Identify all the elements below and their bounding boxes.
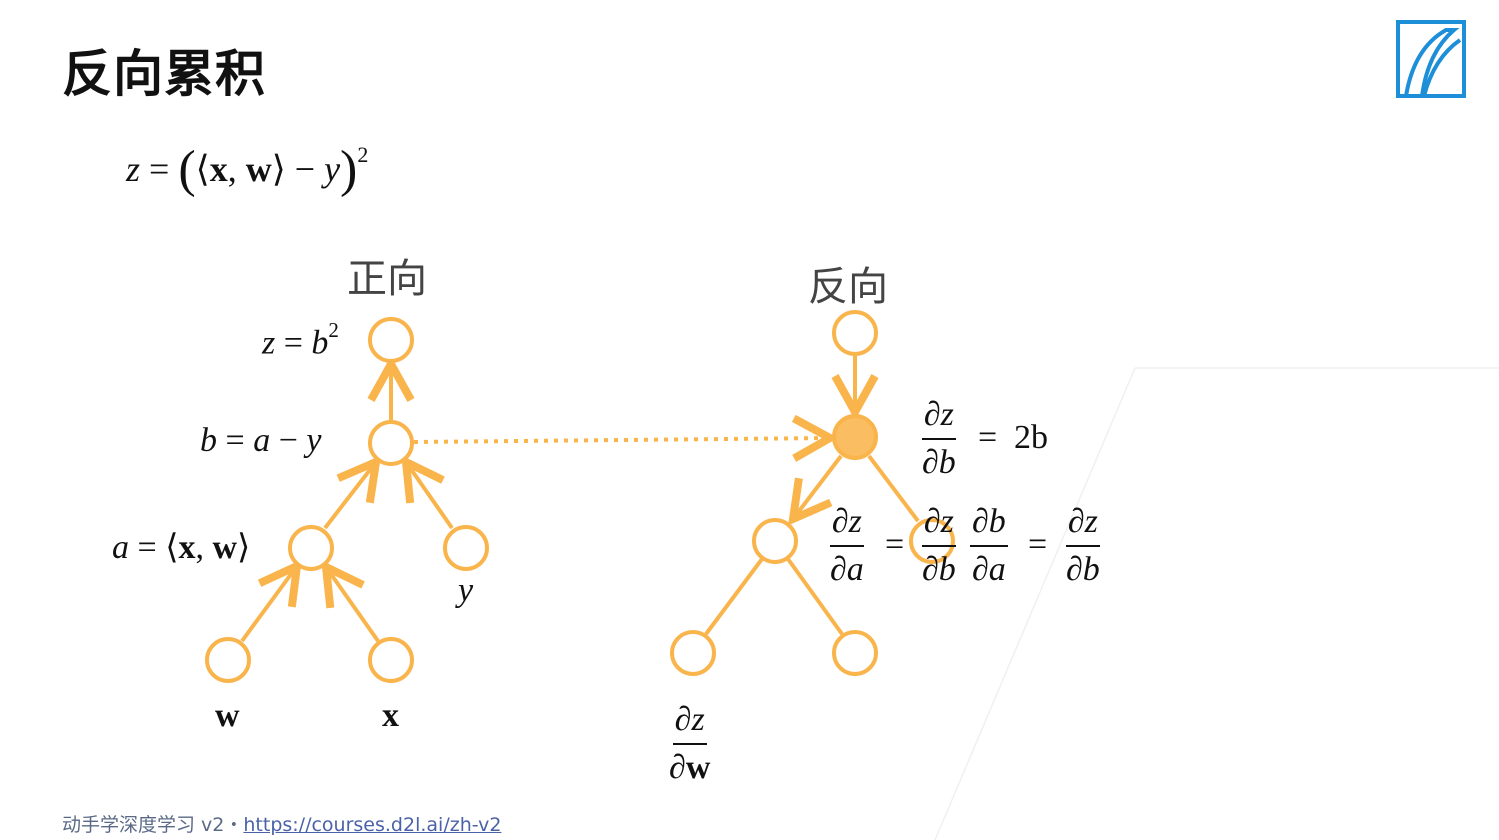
node-z-forward (368, 317, 414, 363)
footer-text: 动手学深度学习 v2・ (62, 814, 244, 836)
rhs-2b: 2b (1014, 419, 1048, 456)
node-y-backward (909, 518, 955, 564)
edge-y-to-b (406, 462, 454, 530)
slide-title: 反向累积 (62, 45, 266, 103)
footer-link[interactable]: https://courses.d2l.ai/zh-v2 (243, 814, 502, 836)
top-formula: z = (⟨x, w⟩ − y)2 (126, 141, 369, 198)
frac-db-da: ∂b ∂a (970, 503, 1008, 588)
node-w-backward (670, 630, 716, 676)
dotted-link (413, 438, 830, 442)
edge-x-to-a (326, 567, 380, 643)
frac-dz-db-rhs: ∂z ∂b (1065, 503, 1100, 588)
frac-dz-dw: ∂z ∂w (669, 701, 711, 786)
edge-b-to-y-back (867, 454, 920, 523)
frac-dz-db-mid: ∂z ∂b (921, 503, 956, 588)
backward-label: 反向 (808, 264, 888, 310)
label-y: y (458, 572, 474, 609)
node-z-backward (832, 310, 878, 356)
node-w-forward (205, 637, 251, 683)
edge-w-to-a (240, 566, 297, 643)
edge-a-to-w-back (704, 557, 764, 636)
frac-dz-db: ∂z ∂b (921, 396, 956, 481)
node-b-backward-active (832, 414, 878, 460)
node-x-forward (368, 637, 414, 683)
d2l-logo (1396, 20, 1466, 98)
node-x-backward (832, 630, 878, 676)
node-y-forward (443, 525, 489, 571)
label-w: w (215, 697, 240, 734)
eq-sign-1: = (885, 526, 905, 563)
background-shape (934, 367, 1499, 840)
edge-a-to-x-back (786, 557, 844, 636)
frac-dz-da: ∂z ∂a (829, 503, 864, 588)
edge-b-to-a-back (793, 454, 843, 519)
node-b-forward (368, 420, 414, 466)
eq-z: z = b2 (262, 318, 339, 362)
node-a-backward (752, 518, 798, 564)
eq-sign-dzdb: = (978, 419, 998, 456)
eq-b: b = a − y (200, 422, 322, 459)
eq-a: a = ⟨x, w⟩ (112, 529, 251, 566)
footer: 动手学深度学习 v2・https://courses.d2l.ai/zh-v2 (62, 810, 501, 837)
eq-sign-2: = (1028, 526, 1048, 563)
node-a-forward (288, 525, 334, 571)
edge-a-to-b (323, 462, 376, 530)
forward-label: 正向 (347, 256, 427, 302)
label-x: x (382, 697, 399, 734)
